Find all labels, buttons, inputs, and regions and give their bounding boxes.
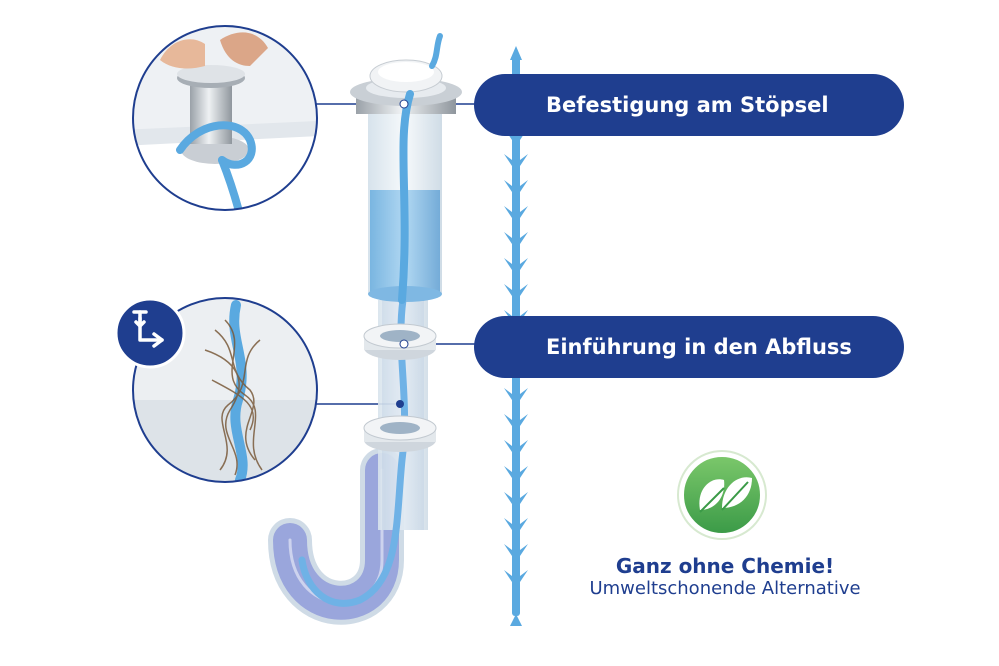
callout-drain-insertion: Einführung in den Abfluss (474, 316, 904, 378)
strip-barb (504, 128, 528, 140)
eco-badge (677, 450, 767, 540)
strip-barb (504, 388, 528, 400)
strip-barb (504, 570, 528, 582)
strip-barb (504, 258, 528, 270)
callout-stopper-attachment: Befestigung am Stöpsel (474, 74, 904, 136)
strip-barb (504, 518, 528, 530)
detail-circle-stopper (132, 25, 318, 211)
strip-barb (504, 544, 528, 556)
strip-barb (504, 414, 528, 426)
strip-barb (504, 284, 528, 296)
drain-illustration (268, 33, 462, 625)
strip-barb (504, 492, 528, 504)
strip-barb (504, 180, 528, 192)
strip-barb (504, 232, 528, 244)
eco-title: Ganz ohne Chemie! (615, 554, 835, 578)
strip-barb (504, 206, 528, 218)
eco-subtitle: Umweltschonende Alternative (589, 578, 861, 599)
strip-barb (504, 154, 528, 166)
drain-pipe-icon (132, 310, 164, 348)
detail-circle-hair (114, 297, 318, 483)
strip-barb (504, 440, 528, 452)
strip-barb (504, 466, 528, 478)
leaf-icon (699, 477, 752, 513)
